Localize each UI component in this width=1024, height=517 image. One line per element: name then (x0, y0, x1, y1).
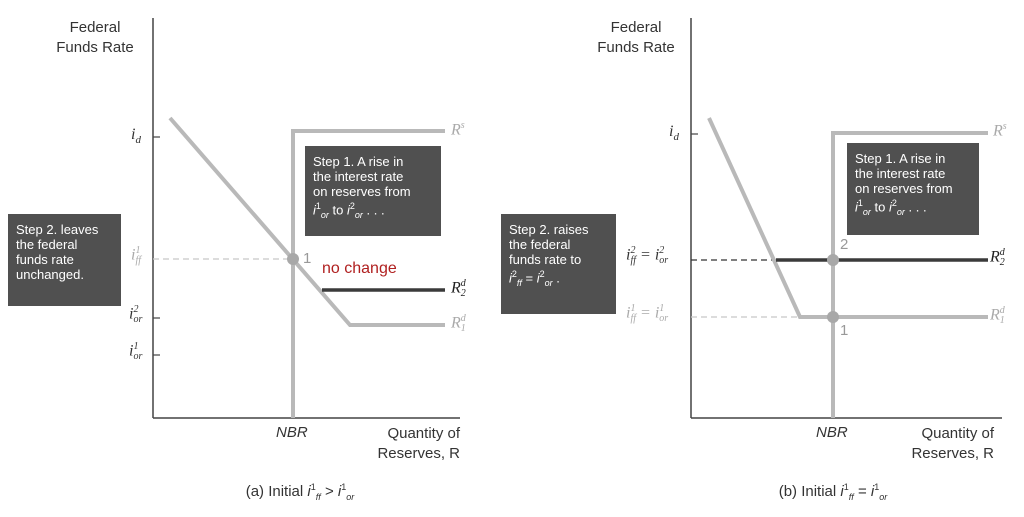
nbr-label: NBR (276, 424, 308, 441)
caption-a: (a) Initial i1ff > i1or (245, 482, 355, 502)
point-1-label: 1 (840, 322, 849, 339)
label-rs: Rs (451, 120, 465, 139)
panel-a-graph (152, 18, 460, 419)
caption-b: (b) Initial i1ff = i1or (778, 482, 888, 502)
equilibrium-point-1 (827, 311, 839, 323)
step2-box: Step 2. raises the federal funds rate to… (501, 214, 616, 314)
point-1-label: 1 (303, 250, 312, 267)
nbr-label: NBR (816, 424, 848, 441)
label-rs: Rs (993, 121, 1007, 140)
tick-label-id: id (669, 123, 679, 144)
demand-curve-r1 (168, 116, 445, 327)
equilibrium-point-2 (827, 254, 839, 266)
step2-box: Step 2. leaves the federal funds rate un… (8, 214, 121, 306)
point-2-label: 2 (840, 236, 849, 253)
panel-b-graph (690, 18, 1002, 419)
no-change-note: no change (322, 260, 397, 277)
step1-box: Step 1. A rise in the interest rate on r… (847, 143, 979, 235)
step1-box: Step 1. A rise in the interest rate on r… (305, 146, 441, 236)
tick-label-id: id (131, 126, 141, 147)
demand-curve-r1 (707, 117, 988, 319)
equilibrium-point-1 (287, 253, 299, 265)
supply-curve-rs (291, 129, 445, 418)
